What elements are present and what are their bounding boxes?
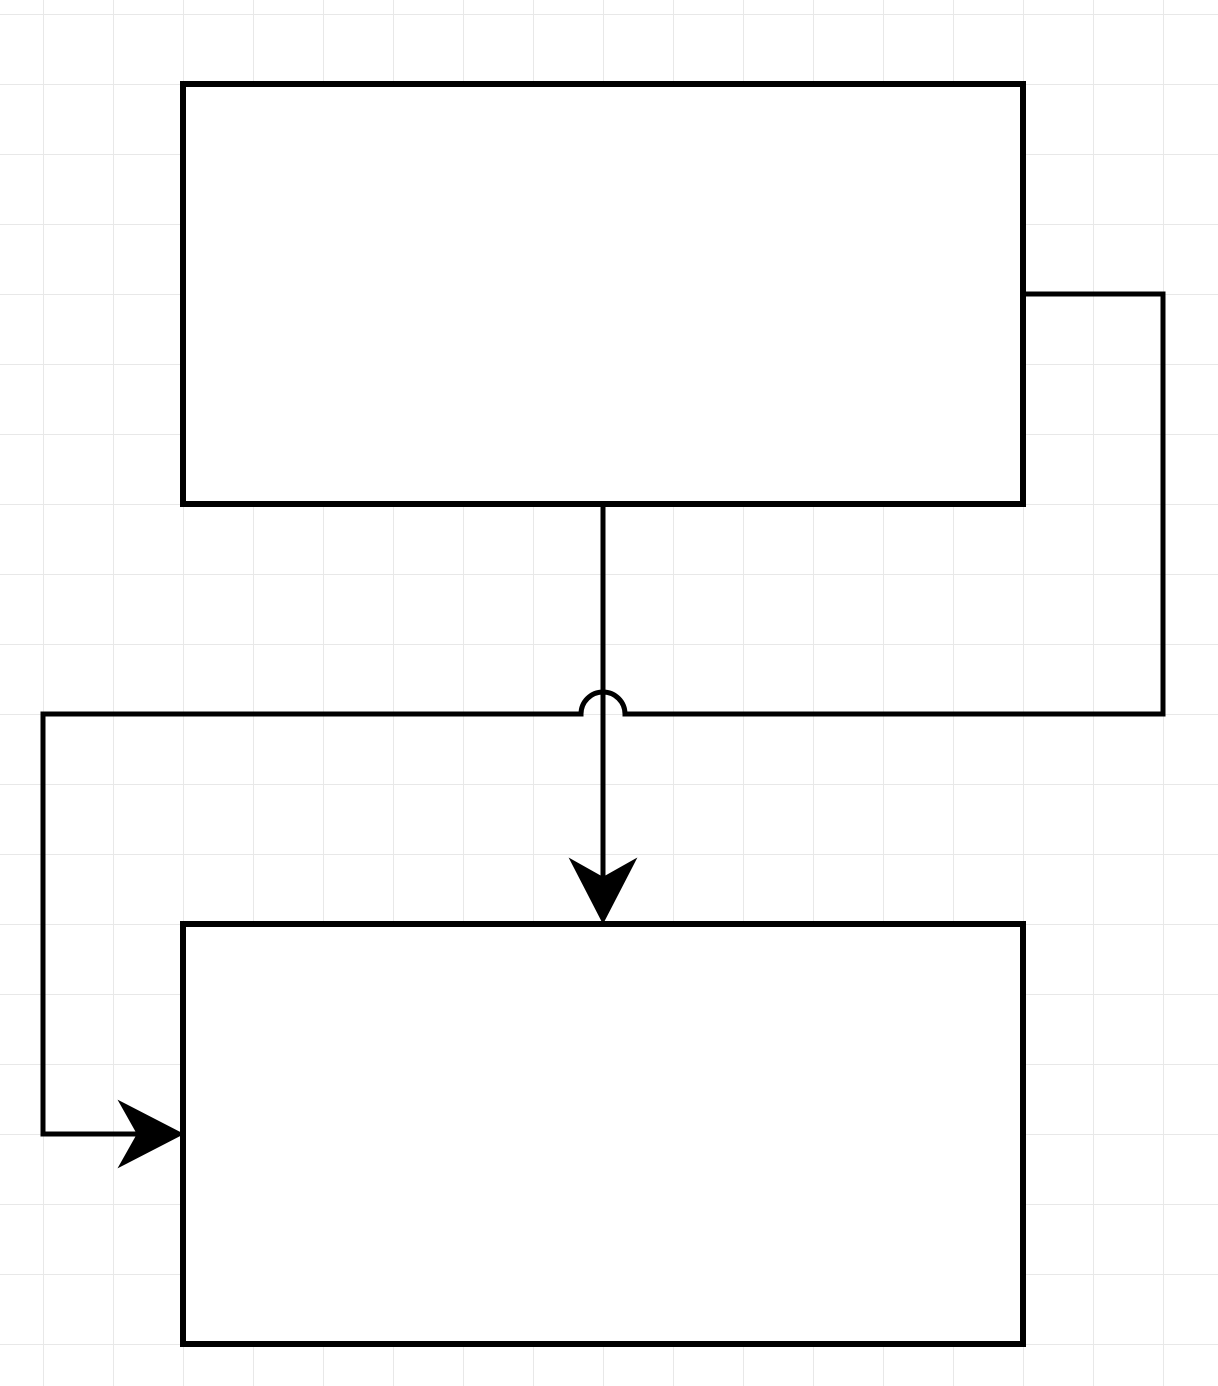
edge-top-right-loop-line[interactable] xyxy=(40,291,1166,1137)
edge-top-right-loop-arrowhead xyxy=(117,1099,185,1169)
bottom-box[interactable] xyxy=(180,921,1026,1347)
top-box[interactable] xyxy=(180,81,1026,507)
edge-top-right-loop[interactable] xyxy=(40,291,1166,1169)
edge-top-bottom-arrowhead xyxy=(568,857,638,925)
